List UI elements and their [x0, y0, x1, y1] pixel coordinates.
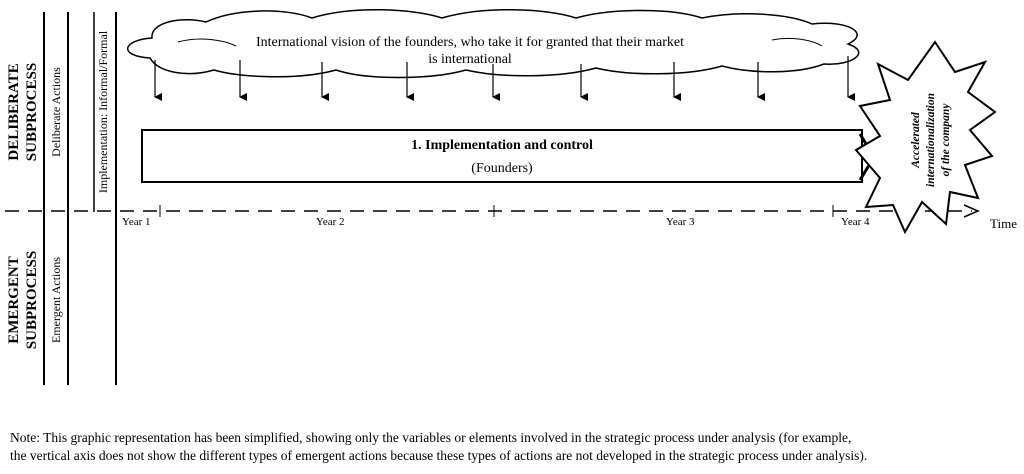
implementation-box [141, 129, 863, 183]
vision-text-line2: is international [428, 52, 512, 67]
year-label-1: Year 1 [122, 216, 151, 228]
outcome-star [854, 40, 997, 235]
year-label-4: Year 4 [841, 216, 870, 228]
time-axis-arrowhead [963, 204, 980, 218]
implementation-axis-label: Implementation: Informal/Formal [96, 30, 110, 193]
footnote: Note: This graphic representation has be… [10, 429, 1014, 465]
emergent-actions-label: Emergent Actions [49, 257, 63, 343]
deliberate-actions-label: Deliberate Actions [49, 67, 63, 157]
strategic-process-diagram: DELIBERATE SUBPROCESS EMERGENT SUBPROCES… [5, 9, 1017, 385]
implementation-box-subtitle: (Founders) [471, 161, 533, 176]
outcome-text-line1: Accelerated [910, 112, 922, 169]
year-label-3: Year 3 [666, 216, 695, 228]
deliberate-label-line1: DELIBERATE [6, 63, 22, 160]
footnote-line1: Note: This graphic representation has be… [10, 430, 852, 445]
cloud-inner-curve [177, 38, 237, 47]
year-label-2: Year 2 [316, 216, 345, 228]
footnote-line2: the vertical axis does not show the diff… [10, 448, 868, 463]
deliberate-label-line2: SUBPROCESS [24, 63, 40, 161]
emergent-label-line2: SUBPROCESS [24, 251, 40, 349]
emergent-label-line1: EMERGENT [6, 256, 22, 344]
vision-cloud [127, 9, 860, 79]
outcome-text-line2: internationalization [925, 93, 937, 187]
implementation-box-title: 1. Implementation and control [411, 138, 593, 153]
vision-text-line1: International vision of the founders, wh… [256, 35, 684, 50]
time-axis-label: Time [990, 216, 1017, 231]
outcome-text-line3: of the company [940, 103, 952, 177]
cloud-inner-curve [771, 37, 823, 47]
